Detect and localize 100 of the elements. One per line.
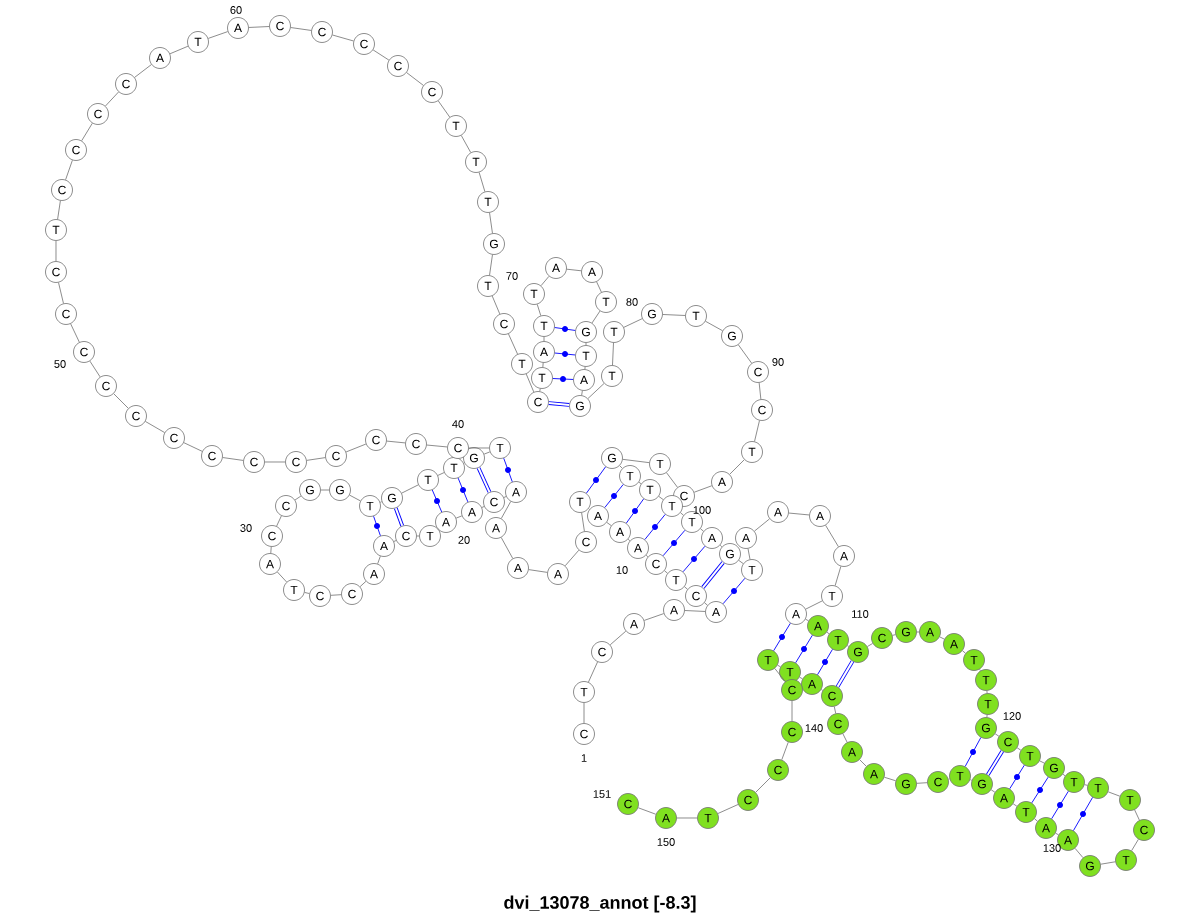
backbone-line (587, 383, 605, 399)
backbone-line (359, 580, 367, 588)
backbone-line (581, 390, 583, 396)
backbone-line (294, 495, 302, 501)
backbone-line (591, 310, 601, 324)
backbone-line (867, 643, 873, 647)
base-pair-line (431, 489, 443, 513)
backbone-line (169, 45, 189, 55)
base-pair-line (554, 327, 576, 331)
backbone-line (401, 484, 419, 494)
base-pair-line (1051, 790, 1069, 820)
backbone-line (637, 807, 657, 815)
backbone-line (1039, 760, 1045, 764)
backbone-line (491, 295, 501, 315)
backbone-line (145, 421, 165, 433)
backbone-line (596, 281, 602, 293)
backbone-line (345, 443, 367, 453)
backbone-line (426, 444, 448, 448)
backbone-line (583, 702, 585, 724)
base-pair-line (722, 577, 746, 605)
base-pair-line (817, 648, 833, 676)
backbone-line (788, 512, 810, 516)
base-pair-line (644, 514, 666, 540)
backbone-line (1074, 847, 1084, 859)
backbone-line (207, 31, 229, 39)
backbone-line (290, 27, 312, 31)
backbone-line (89, 360, 101, 378)
base-pair-line (773, 622, 791, 652)
backbone-line (330, 594, 342, 596)
backbone-line (581, 512, 585, 532)
backbone-line (468, 447, 490, 449)
backbone-line (1016, 747, 1022, 751)
base-pair-line (552, 378, 574, 380)
base-pair-line (604, 484, 624, 508)
backbone-line (437, 100, 451, 118)
backbone-line (755, 777, 771, 793)
backbone-line (277, 571, 287, 583)
backbone-line (622, 458, 650, 464)
backbone-line (693, 485, 713, 493)
backbone-line (134, 64, 152, 78)
backbone-line (738, 560, 744, 564)
backbone-line (528, 569, 548, 573)
backbone-line (623, 318, 643, 328)
backbone-line (758, 382, 762, 400)
base-pair-line (1031, 776, 1049, 804)
backbone-line (588, 661, 598, 683)
backbone-line (791, 700, 793, 722)
base-pair-line (625, 498, 645, 524)
backbone-line (1012, 803, 1018, 807)
backbone-line (680, 512, 684, 516)
backbone-line (349, 494, 361, 502)
backbone-line (332, 34, 354, 42)
backbone-line (884, 776, 896, 782)
backbone-line (833, 706, 837, 714)
backbone-line (264, 461, 286, 463)
backbone-line (270, 546, 272, 554)
backbone-line (406, 72, 424, 86)
backbone-line (834, 566, 842, 586)
backbone-line (183, 442, 203, 452)
backbone-line (825, 524, 839, 548)
base-pair-line (701, 561, 725, 589)
backbone-line (489, 254, 493, 276)
base-pair-line (682, 545, 706, 573)
backbone-line (662, 314, 686, 316)
backbone-line (781, 741, 789, 761)
backbone-line (962, 650, 966, 654)
backbone-line (1134, 809, 1140, 821)
backbone-line (81, 122, 93, 142)
backbone-line (372, 49, 390, 61)
backbone-line (58, 282, 64, 304)
backbone-line (1107, 791, 1121, 797)
backbone-line (65, 159, 73, 181)
backbone-line (805, 600, 823, 610)
backbone-line (500, 501, 512, 519)
backbone-line (455, 515, 463, 519)
backbone-line (500, 537, 514, 559)
backbone-line (508, 333, 518, 355)
backbone-line (612, 342, 614, 366)
backbone-line (566, 268, 582, 272)
backbone-line (738, 344, 753, 364)
backbone-line (57, 200, 61, 220)
backbone-line (55, 240, 57, 262)
backbone-line (684, 586, 688, 590)
backbone-line (70, 323, 80, 343)
base-pair-line (835, 660, 855, 688)
backbone-line (222, 457, 244, 461)
backbone-line (658, 496, 664, 500)
title: dvi_13078_annot [-8.3] (504, 895, 696, 913)
base-pair-line (547, 401, 571, 407)
backbone-line (564, 549, 580, 567)
backbone-line (320, 489, 330, 491)
backbone-line (994, 733, 1000, 737)
backbone-line (700, 528, 704, 532)
backbone-line (248, 26, 270, 28)
backbone-line (705, 320, 723, 332)
base-pair-line (394, 507, 405, 527)
backbone-line (437, 472, 445, 476)
backbone-line (747, 548, 751, 560)
backbone-line (666, 472, 678, 488)
backbone-line (704, 602, 708, 606)
